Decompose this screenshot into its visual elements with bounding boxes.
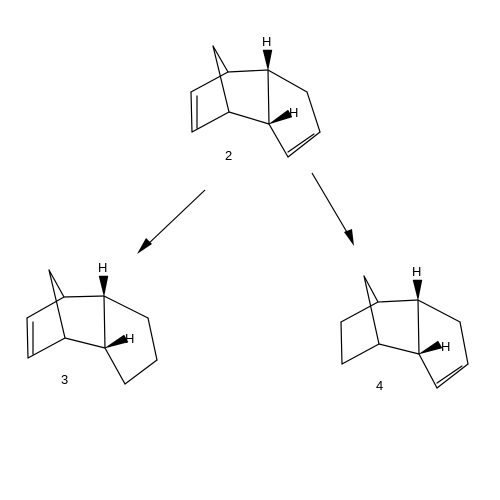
compound-2-wedge-bond-lower — [268, 109, 293, 125]
arrowhead-2-to-4 — [344, 229, 354, 246]
compound-3-number: 3 — [61, 372, 68, 387]
compound-2-skeleton — [190, 45, 321, 158]
compound-4-hydrogen-label-upper: H — [412, 264, 421, 279]
compound-2-hydrogen-label-lower: H — [289, 105, 298, 120]
arrow-2-to-3 — [137, 189, 206, 254]
compound-4-number: 4 — [376, 378, 383, 393]
compound-2-wedge-bond-upper — [262, 49, 273, 71]
compound-4-wedge-bond-upper — [412, 279, 423, 301]
compound-3-wedge-bond-lower — [104, 334, 129, 349]
compound-4-skeleton — [340, 275, 469, 389]
arrowhead-2-to-3 — [137, 238, 152, 254]
compound-4: H H 4 — [340, 264, 469, 393]
compound-3-hydrogen-label-upper: H — [98, 260, 107, 275]
compound-2: H H 2 — [190, 34, 321, 163]
compound-4-wedge-bond-lower — [418, 340, 443, 355]
compound-2-number: 2 — [225, 148, 232, 163]
compound-3-skeleton — [26, 269, 158, 385]
arrow-2-to-4 — [311, 172, 354, 246]
compound-2-hydrogen-label-upper: H — [262, 34, 271, 49]
compound-4-hydrogen-label-lower: H — [441, 339, 450, 354]
compound-3: H H 3 — [26, 260, 158, 387]
compound-3-hydrogen-label-lower: H — [125, 331, 134, 346]
compound-3-wedge-bond-upper — [98, 275, 109, 297]
